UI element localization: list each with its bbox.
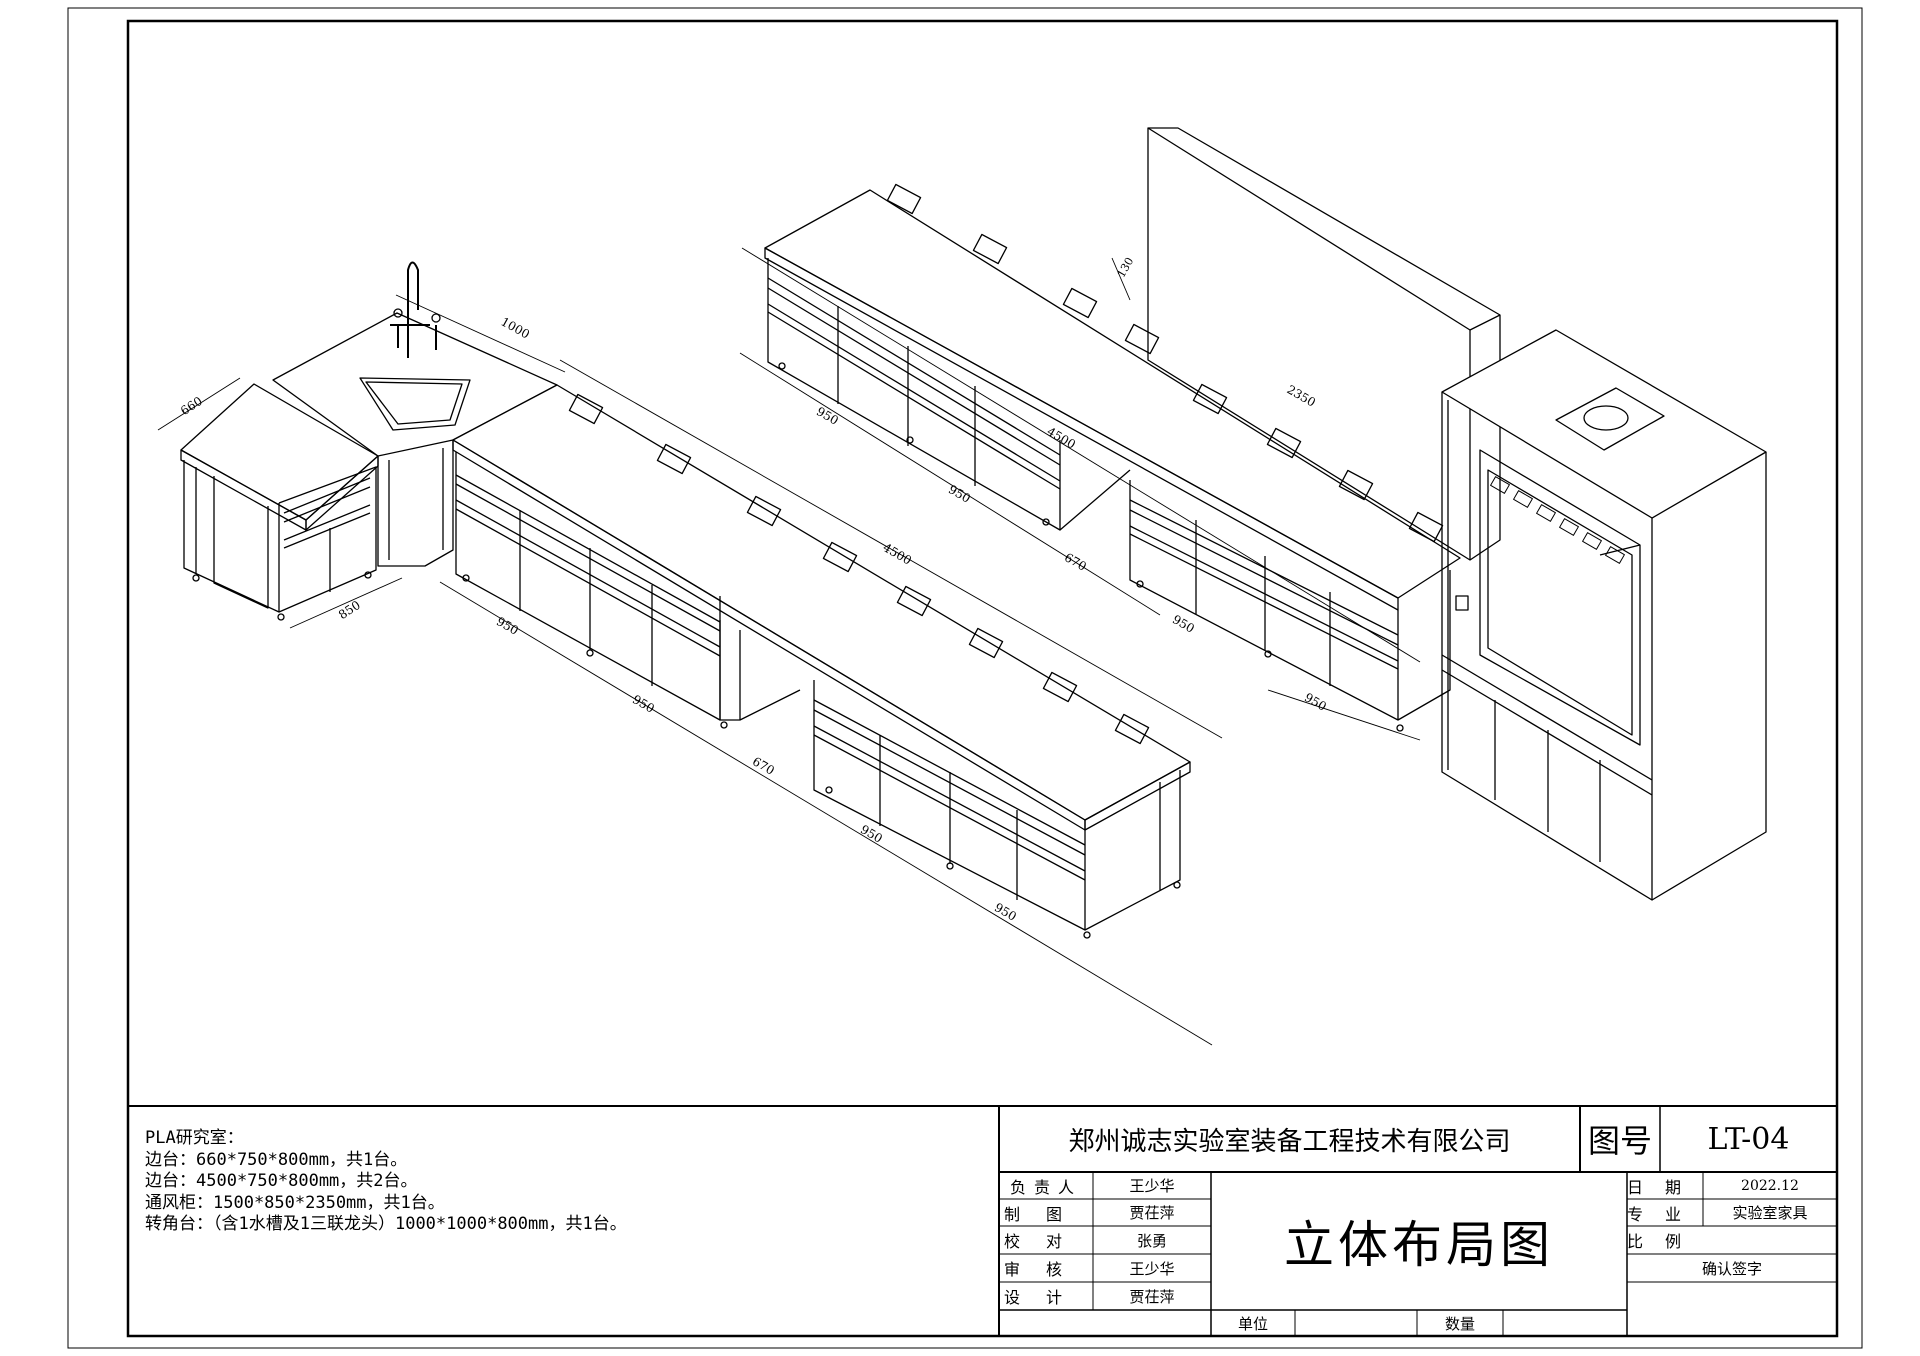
drawing-frame (126, 19, 1839, 1338)
outer-border (67, 7, 1863, 1349)
scale-label: 比例 (1627, 1232, 1704, 1251)
title-block-grid (998, 1106, 1837, 1336)
dimension-lines (157, 247, 1421, 1046)
notes-title: PLA研究室： (145, 1128, 244, 1148)
back-reagent-panel (1147, 127, 1501, 561)
role-name: 王少华 (1129, 1259, 1175, 1278)
drawing-no-label: 图号 (1587, 1122, 1652, 1160)
role-label: 负责人 (1009, 1177, 1082, 1197)
notes-line: 通风柜：1500*850*2350mm，共1台。 (145, 1192, 445, 1213)
notes-line: 边台：660*750*800mm，共1台。 (145, 1149, 408, 1170)
fume-hood (1441, 329, 1767, 901)
company-name: 郑州诚志实验室装备工程技术有限公司 (1068, 1126, 1511, 1157)
date-label: 日期 (1627, 1177, 1704, 1197)
scale-value (1703, 1226, 1837, 1254)
room-notes: PLA研究室： 边台：660*750*800mm，共1台。 边台：4500*75… (145, 1128, 627, 1236)
role-name: 张勇 (1136, 1231, 1167, 1250)
notes-line: 边台：4500*750*800mm，共2台。 (145, 1171, 418, 1191)
role-label: 校对 (1003, 1232, 1088, 1251)
date-value: 2022.12 (1741, 1177, 1799, 1194)
front-bench-4500 (452, 384, 1191, 939)
drawing-number: LT-04 (1707, 1121, 1790, 1157)
role-name: 王少华 (1129, 1177, 1175, 1195)
front-bench-sockets (568, 393, 1150, 745)
role-name: 贾茌萍 (1129, 1204, 1175, 1222)
back-bench-4500 (764, 189, 1461, 732)
role-label: 制图 (1003, 1204, 1088, 1224)
corner-sink-bench (272, 261, 558, 567)
major-label: 专业 (1627, 1204, 1704, 1224)
notes-line: 转角台：（含1水槽及1三联龙头）1000*1000*800mm，共1台。 (145, 1214, 627, 1234)
isometric-layout (157, 127, 1767, 1046)
drawing-title: 立体布局图 (1284, 1216, 1554, 1274)
role-label: 审核 (1003, 1260, 1088, 1279)
side-bench-660 (180, 383, 379, 621)
confirm-signature-label: 确认签字 (1701, 1259, 1762, 1278)
qty-label: 数量 (1444, 1314, 1475, 1333)
role-label: 设计 (1003, 1288, 1088, 1307)
major-value: 实验室家具 (1732, 1204, 1808, 1222)
role-name: 贾茌萍 (1129, 1287, 1175, 1306)
unit-label: 单位 (1237, 1314, 1268, 1333)
back-bench-sockets (886, 183, 1444, 543)
